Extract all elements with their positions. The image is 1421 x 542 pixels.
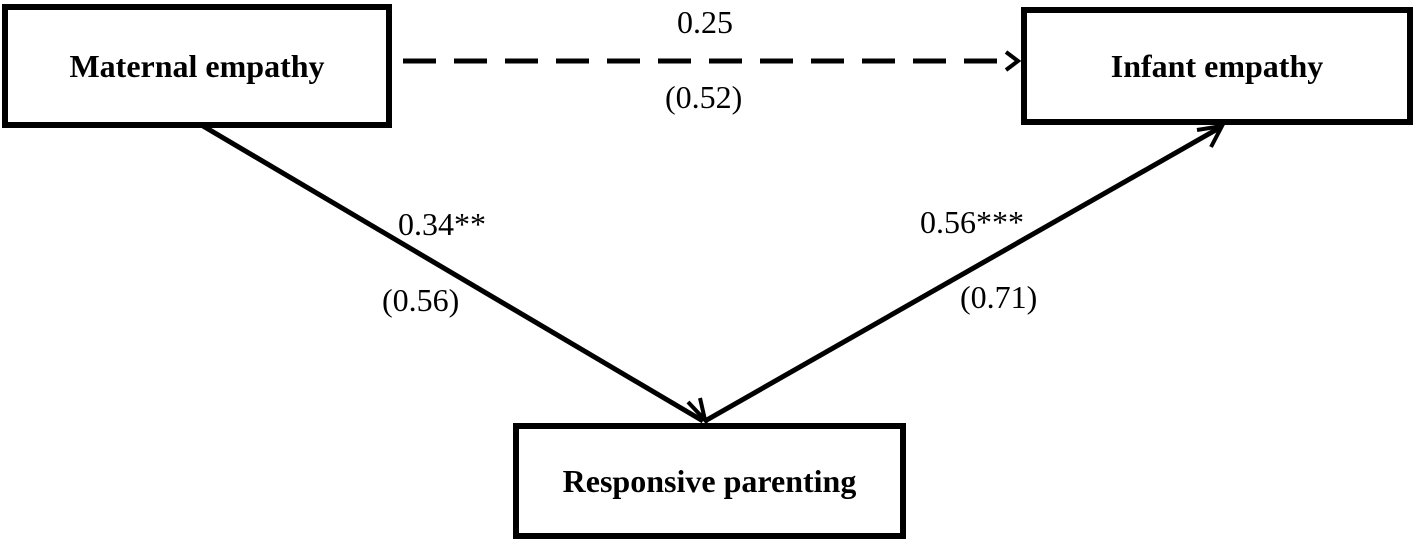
path-b-coefficient: 0.56*** bbox=[920, 204, 1024, 240]
path-a-se: (0.56) bbox=[382, 282, 460, 318]
path-b-se: (0.71) bbox=[960, 279, 1038, 315]
maternal-empathy-label: Maternal empathy bbox=[69, 47, 325, 84]
path-b-arrowhead bbox=[1196, 123, 1226, 148]
direct-path-arrowhead bbox=[1004, 50, 1022, 72]
infant-empathy-label: Infant empathy bbox=[1110, 47, 1324, 84]
path-b-arrow bbox=[703, 124, 1223, 424]
direct-path-coefficient: 0.25 bbox=[677, 4, 733, 40]
maternal-empathy-box: Maternal empathy bbox=[2, 4, 392, 128]
path-a-coefficient: 0.34** bbox=[398, 206, 486, 242]
responsive-parenting-box: Responsive parenting bbox=[513, 423, 906, 539]
path-a-arrow bbox=[201, 123, 705, 424]
direct-path-se: (0.52) bbox=[665, 79, 743, 115]
responsive-parenting-label: Responsive parenting bbox=[562, 462, 857, 499]
infant-empathy-box: Infant empathy bbox=[1021, 7, 1413, 125]
